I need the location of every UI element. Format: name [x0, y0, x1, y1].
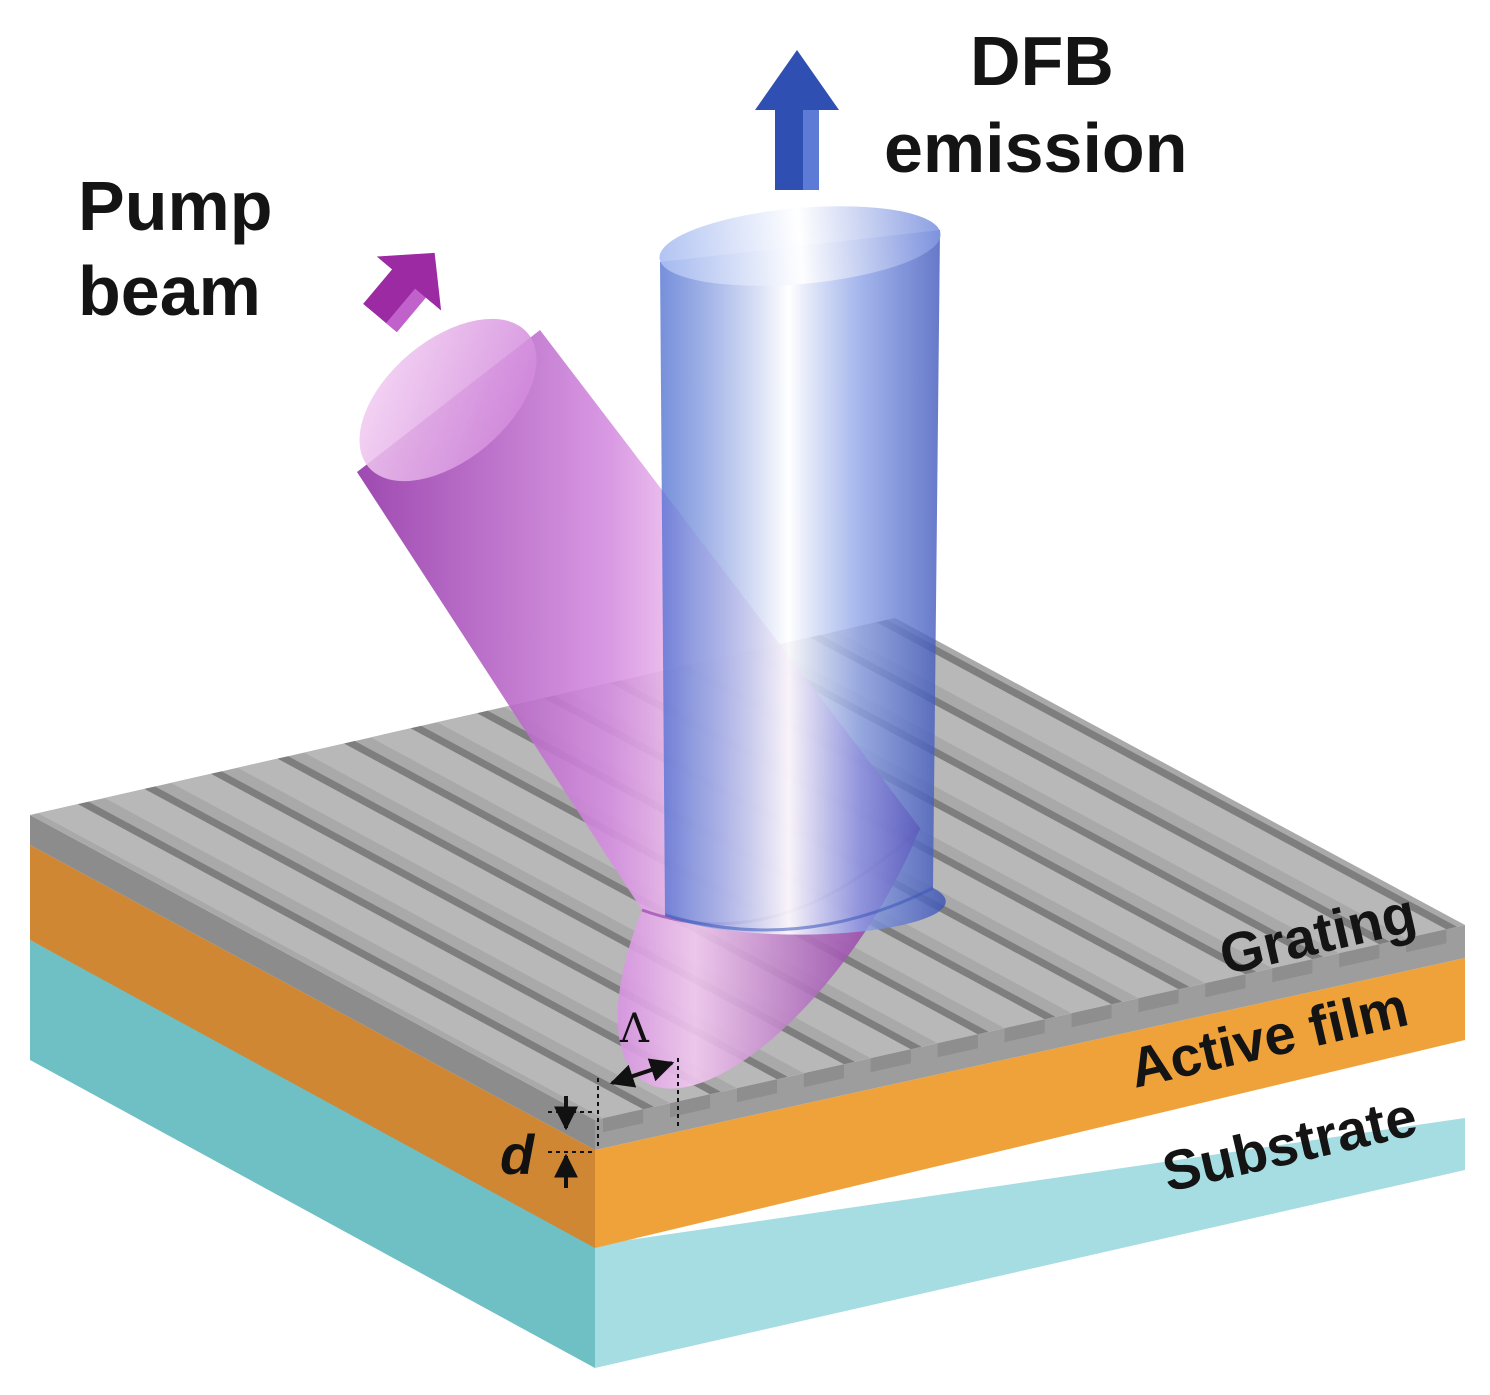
- substrate-front-face: [595, 1118, 1465, 1368]
- grating-ridge-end: [1272, 959, 1313, 983]
- grating-ridge: [836, 622, 1447, 939]
- grating-ridge-end: [670, 1094, 711, 1118]
- pump-beam-top: [359, 318, 537, 482]
- thickness-annotation: d: [500, 1096, 592, 1188]
- pump-label-line2: beam: [78, 252, 261, 330]
- grating-ridge: [104, 788, 711, 1104]
- substrate-left-face: [30, 940, 595, 1368]
- grating-ridge: [38, 804, 644, 1119]
- active-film-left-face: [30, 845, 595, 1248]
- emission-beam-bottom-rim: [664, 886, 934, 932]
- grating-ridge-end: [1339, 944, 1380, 968]
- emission-beam-top: [659, 206, 941, 286]
- thickness-symbol: d: [500, 1123, 536, 1186]
- grating-base-left: [30, 815, 595, 1150]
- grating-groove: [144, 786, 721, 1095]
- grating-groove: [77, 801, 654, 1110]
- grating-ridge-end: [1138, 989, 1179, 1013]
- emission-beam-body: [660, 230, 946, 935]
- grating-ridge-end: [736, 1079, 777, 1103]
- period-annotation: Λ: [597, 1006, 679, 1150]
- emission-label-line1: DFB: [970, 22, 1114, 100]
- period-symbol: Λ: [619, 1006, 650, 1052]
- grating-ridge-end: [803, 1064, 844, 1088]
- pump-arrow-icon: [363, 252, 442, 333]
- grating-ridge-end: [1205, 974, 1246, 998]
- grating-groove: [809, 635, 1390, 945]
- grating-base-front: [595, 925, 1465, 1150]
- grating-ridge-end: [1071, 1004, 1112, 1028]
- grating-ridge-end: [937, 1034, 978, 1058]
- grating-ridge-end: [1004, 1019, 1045, 1043]
- emission-beam: [659, 206, 946, 935]
- emission-arrow-icon: [755, 50, 839, 190]
- pump-label-line1: Pump: [78, 167, 272, 245]
- grating-groove: [876, 619, 1457, 930]
- emission-label-line2: emission: [884, 109, 1187, 187]
- active-film-front-face: [595, 958, 1465, 1248]
- grating-ridge-end: [870, 1049, 911, 1073]
- grating-ridge-end: [603, 1109, 644, 1133]
- grating-ridge-end: [1406, 929, 1447, 953]
